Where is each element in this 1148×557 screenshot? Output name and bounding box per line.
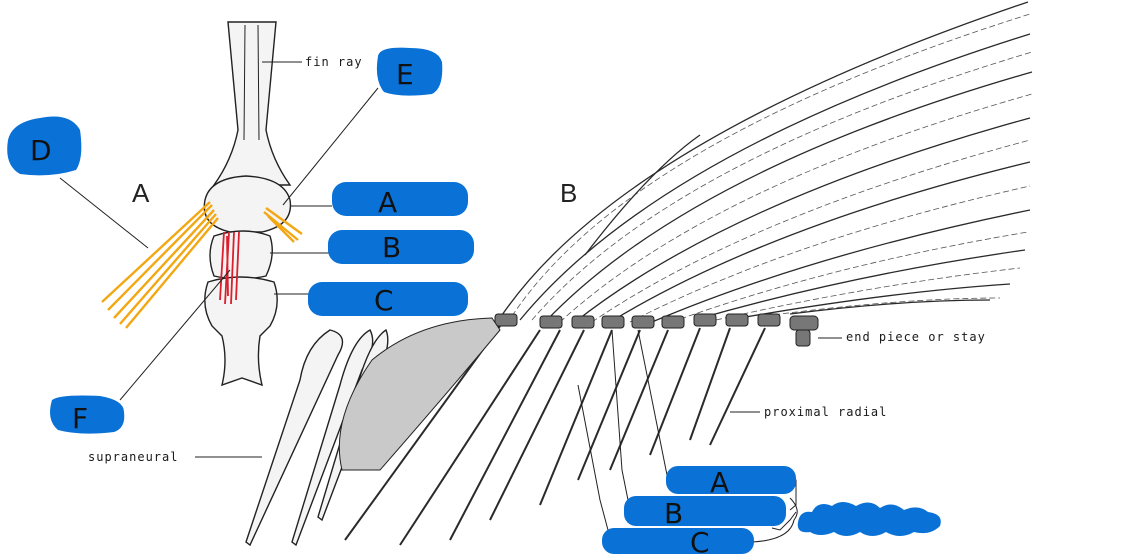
tag-right-c-text: C [690, 526, 710, 557]
tag-b-text: B [382, 231, 401, 264]
supraneural-bone-2 [291, 329, 374, 547]
lower-segment [204, 276, 278, 387]
tag-c-text: C [374, 284, 394, 317]
supraneural-label: supraneural [88, 450, 178, 464]
tag-d[interactable] [7, 116, 82, 176]
answer-scribble[interactable] [797, 502, 941, 536]
fin-ray-shaft [212, 21, 292, 186]
leader-d [59, 177, 149, 249]
tag-right-a[interactable] [666, 466, 796, 494]
figure-b [195, 1, 1033, 547]
end-piece-label: end piece or stay [846, 330, 986, 344]
bracket-brace [751, 497, 798, 543]
tag-f-text: F [72, 402, 88, 435]
figure-a [59, 21, 379, 401]
fin-ray-label: fin ray [305, 55, 363, 69]
red-muscle [219, 231, 240, 305]
tag-e-text: E [396, 58, 414, 91]
tag-e[interactable] [376, 47, 443, 96]
tag-right-a-text: A [710, 466, 729, 499]
tag-b[interactable] [328, 230, 474, 264]
proximal-radial-label: proximal radial [764, 405, 887, 419]
tag-a-text: A [378, 186, 397, 219]
orange-muscle-left [101, 201, 219, 329]
supraneural-plate [338, 317, 501, 471]
leader-e [282, 87, 379, 206]
tag-right-c[interactable] [602, 528, 754, 554]
radial-leader-c [577, 384, 609, 531]
fin-rays [499, 1, 1033, 323]
proximal-radials [344, 325, 766, 546]
orange-muscle-right [263, 207, 303, 243]
radial-joints [494, 313, 819, 347]
tag-right-b-text: B [664, 497, 683, 530]
tag-f[interactable] [50, 395, 125, 434]
supraneural-bone-1 [245, 329, 344, 547]
panel-a-label: A [132, 178, 150, 208]
panel-b-label: B [560, 178, 577, 208]
answer-tags: D E A B C F A B C [7, 47, 941, 557]
tag-a[interactable] [332, 182, 468, 216]
tag-right-b[interactable] [624, 496, 786, 526]
tag-c[interactable] [308, 282, 468, 316]
radial-leader-a [637, 329, 669, 481]
leader-f [119, 269, 231, 401]
tag-d-text: D [30, 134, 52, 167]
radial-leader-b [611, 329, 629, 501]
middle-segment [209, 230, 273, 280]
